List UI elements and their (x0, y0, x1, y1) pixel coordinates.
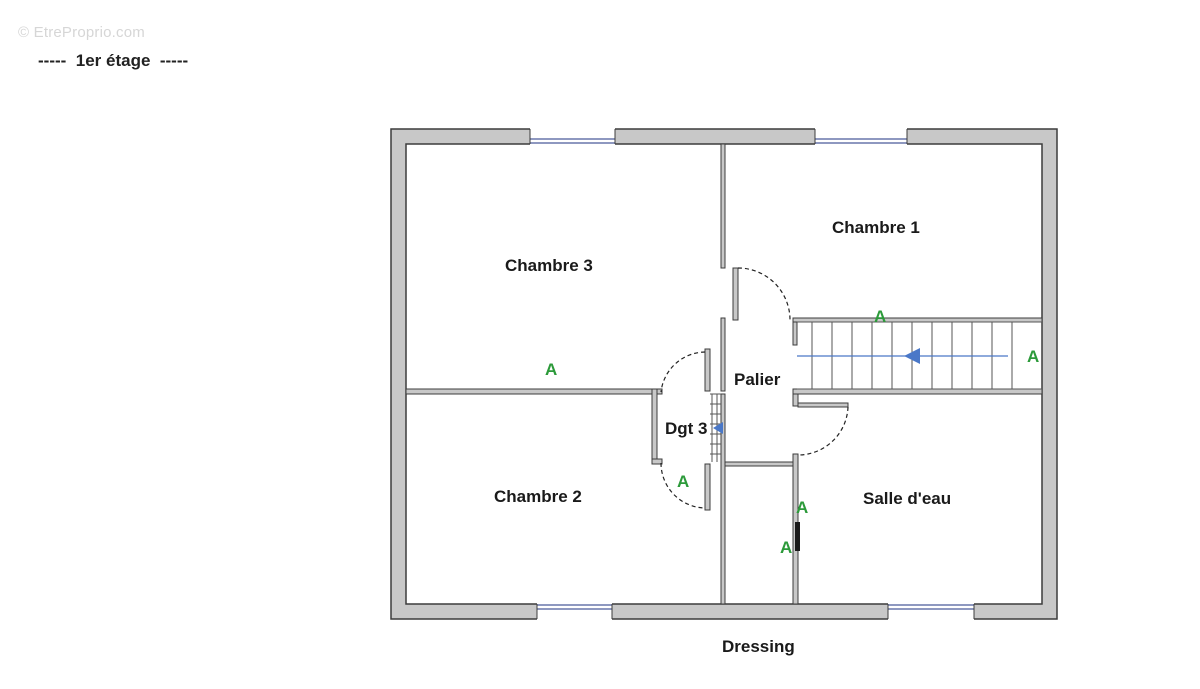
marker-a-chambre-3: A (545, 360, 557, 379)
dressing-fixture (795, 522, 800, 551)
staircase-main (797, 321, 1042, 390)
door-chambre-3 (660, 351, 706, 393)
stair-arrow-dgt-icon (713, 422, 723, 434)
door-chambre-1 (737, 267, 791, 321)
door-salle-deau (797, 406, 849, 456)
room-label-chambre-2: Chambre 2 (494, 487, 582, 506)
window-top-2 (814, 128, 908, 145)
marker-a-chambre-2: A (677, 472, 689, 491)
room-label-chambre-1: Chambre 1 (832, 218, 920, 237)
stair-arrow-icon (904, 348, 920, 364)
floor-title: ----- 1er étage ----- (38, 51, 189, 70)
window-top-1 (529, 128, 616, 145)
window-bottom-1 (536, 603, 613, 620)
room-label-chambre-3: Chambre 3 (505, 256, 593, 275)
marker-a-stair-end: A (1027, 347, 1039, 366)
door-chambre-2 (660, 462, 706, 509)
marker-a-chambre-1: A (874, 307, 886, 326)
room-label-salle-deau: Salle d'eau (863, 489, 951, 508)
room-label-dgt: Dgt 3 (665, 419, 708, 438)
interior-walls (405, 143, 1043, 605)
room-label-palier: Palier (734, 370, 781, 389)
watermark: © EtreProprio.com (18, 24, 145, 41)
room-label-dressing: Dressing (722, 637, 795, 656)
marker-a-salle-deau: A (796, 498, 808, 517)
window-bottom-2 (887, 603, 975, 620)
marker-a-dressing: A (780, 538, 792, 557)
